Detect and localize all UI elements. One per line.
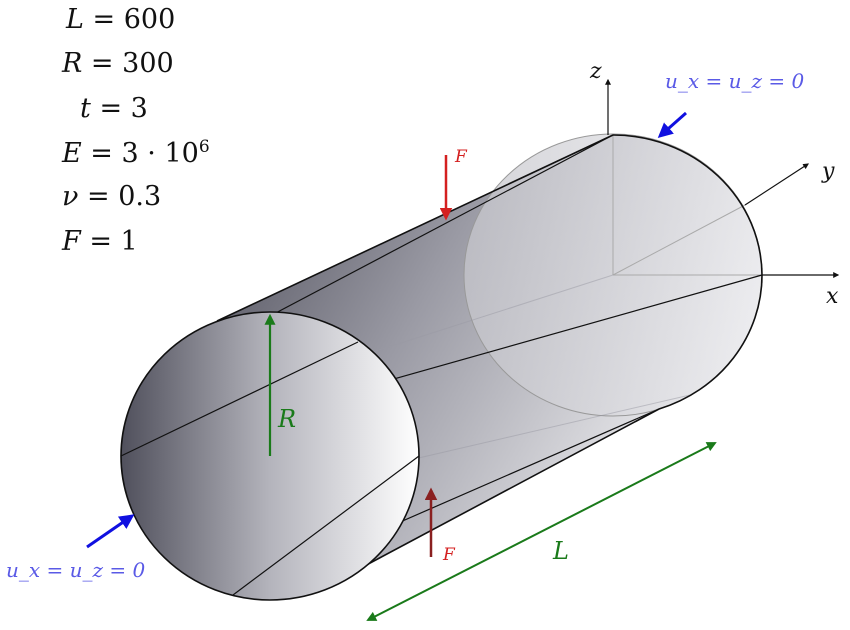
back-cap-outline (612, 134, 763, 410)
radius-label: R (277, 405, 296, 433)
bc-arrow-left (86, 514, 135, 549)
axis-z-label: z (589, 59, 602, 84)
hidden-axis-y (612, 204, 746, 276)
length-dimension-arrow (366, 442, 717, 621)
param-force: F = 1 (62, 226, 138, 257)
force-label-top: F (454, 147, 468, 167)
front-mesh-line-1 (120, 341, 359, 457)
bc-label-left: u_x = u_z = 0 (6, 558, 146, 582)
param-poisson: ν = 0.3 (62, 181, 162, 212)
mesh-line-1 (269, 134, 614, 317)
bc-arrow-right (657, 111, 687, 138)
axis-y (744, 163, 810, 206)
length-label: L (552, 537, 569, 565)
param-modulus: E = 3 · 106 (62, 137, 210, 169)
top-generatrix (216, 134, 614, 322)
param-length: L = 600 (66, 4, 176, 35)
param-radius: R = 300 (62, 48, 174, 79)
axis-x-label: x (826, 284, 839, 309)
param-thickness: t = 3 (80, 93, 148, 124)
force-label-bottom: F (442, 545, 456, 565)
bc-label-right: u_x = u_z = 0 (665, 69, 805, 93)
axis-y-label: y (821, 159, 835, 184)
